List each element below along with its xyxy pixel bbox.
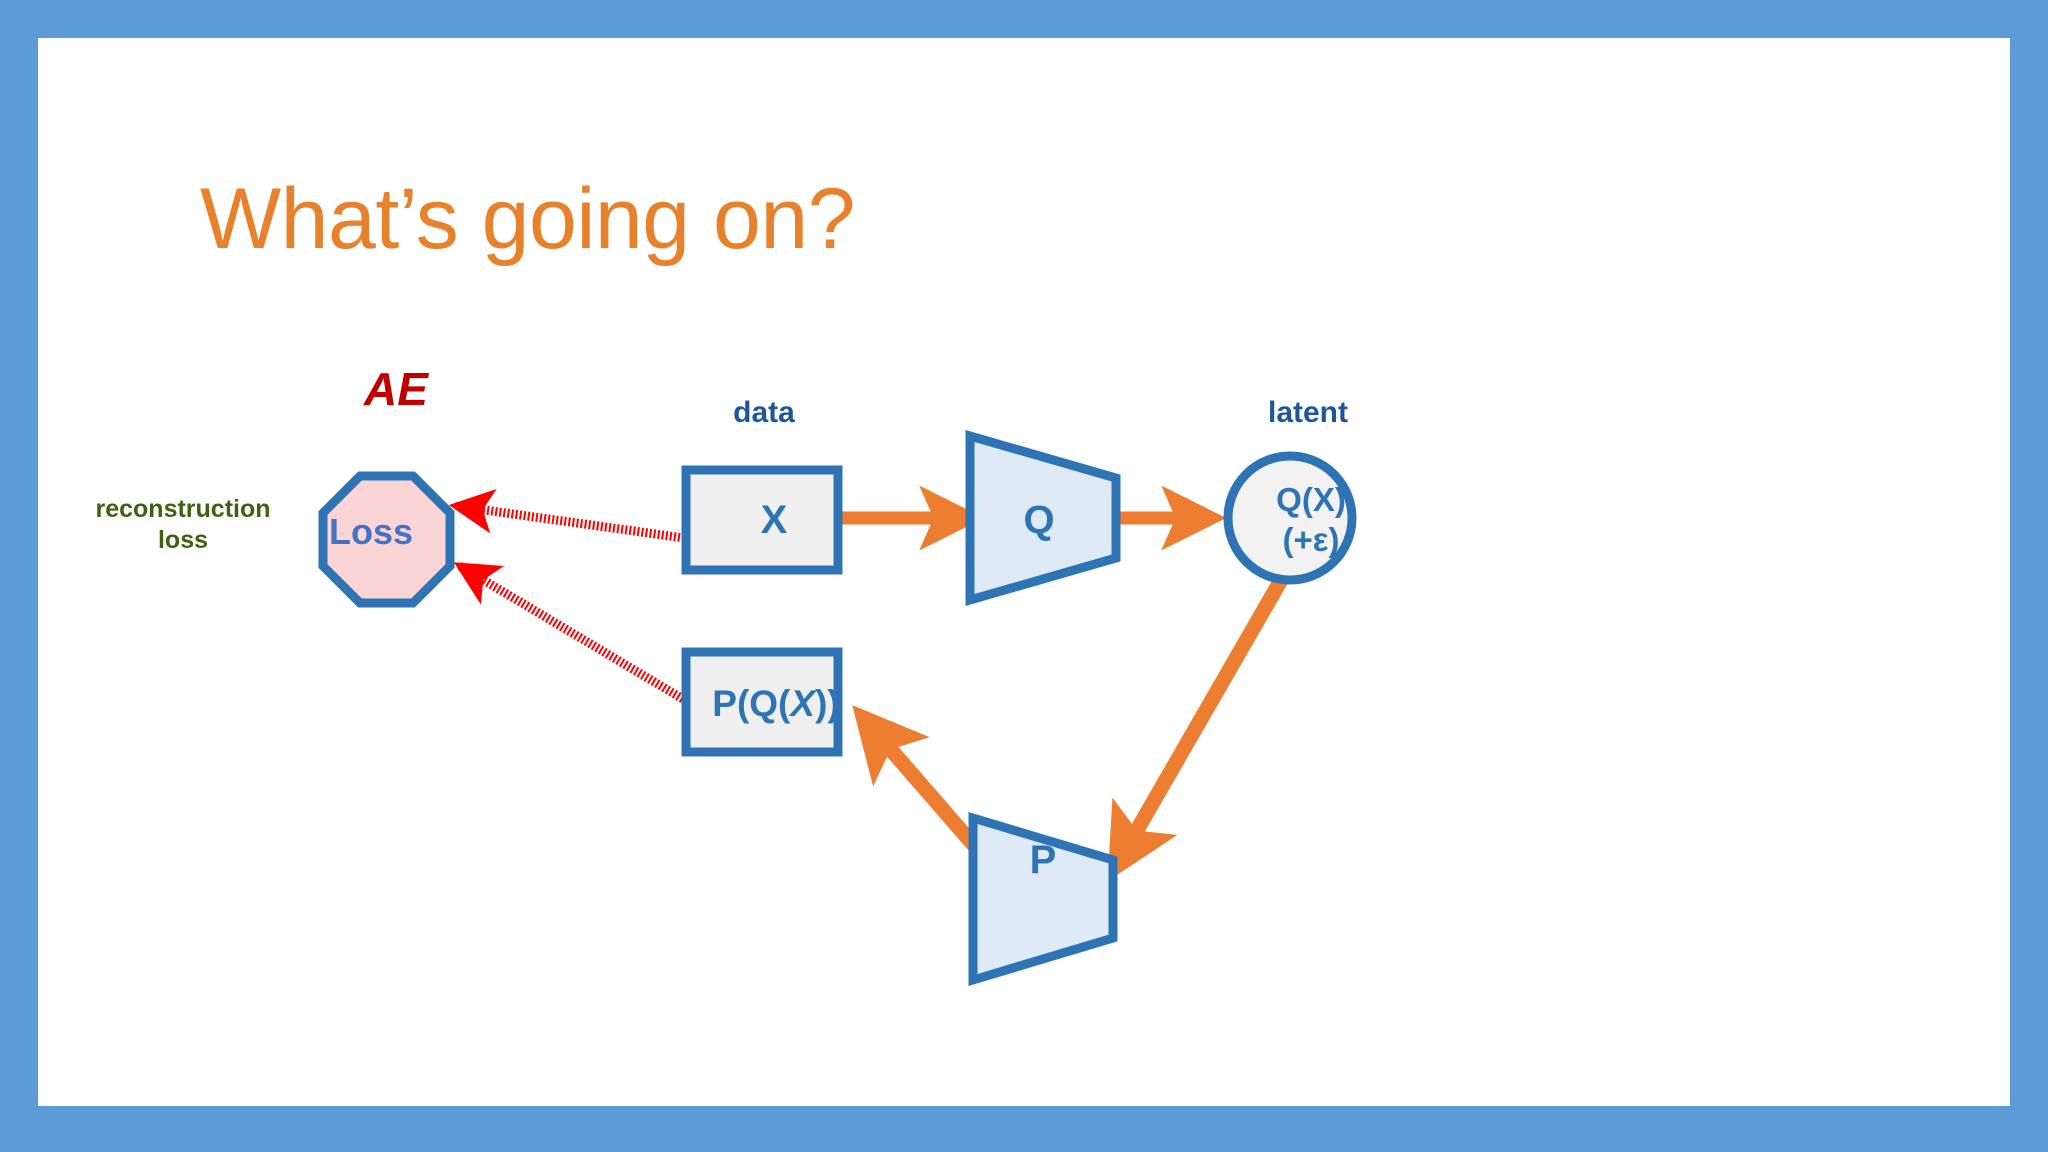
node-label-p: P bbox=[1029, 838, 1057, 882]
node-label-pqx: P(Q(X)) bbox=[676, 683, 876, 725]
latent-line-1: Q(X) bbox=[1276, 481, 1346, 518]
pqx-prefix: P(Q( bbox=[712, 683, 791, 724]
diagram-container: AE reconstruction loss data latent Loss … bbox=[38, 38, 2010, 1106]
label-latent: latent bbox=[1267, 396, 1348, 429]
slide-canvas: What’s going on? bbox=[38, 38, 2010, 1106]
label-ae: AE bbox=[364, 363, 428, 415]
page-title: What’s going on? bbox=[200, 171, 855, 267]
node-label-loss: Loss bbox=[328, 511, 414, 552]
pqx-italic-x: X bbox=[790, 683, 816, 724]
recon-line-1: reconstruction bbox=[95, 495, 271, 523]
node-label-q: Q bbox=[1023, 498, 1055, 542]
pqx-suffix: )) bbox=[815, 683, 840, 724]
diagram-svg bbox=[318, 430, 1357, 987]
node-label-x: X bbox=[760, 498, 788, 542]
recon-line-2: loss bbox=[157, 526, 209, 555]
edge-x-to-loss bbox=[448, 488, 685, 543]
edge-latent-to-p bbox=[1107, 564, 1295, 882]
label-reconstruction-loss: reconstruction loss bbox=[68, 494, 298, 557]
label-data: data bbox=[733, 396, 795, 429]
node-label-latent: Q(X) (+ε) bbox=[1226, 480, 1396, 561]
latent-line-2: (+ε) bbox=[1282, 521, 1340, 559]
